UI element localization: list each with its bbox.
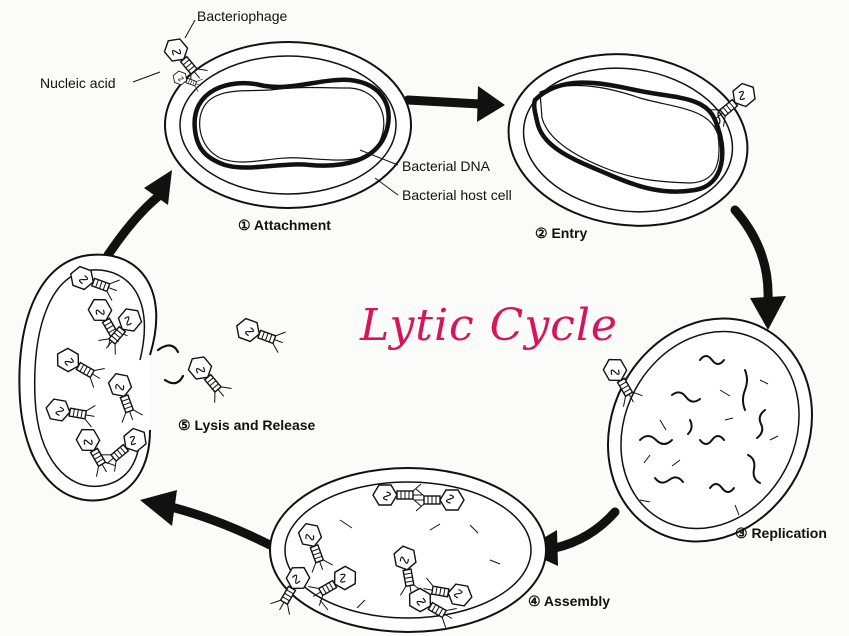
arrow-lysis-to-attachment	[108, 195, 160, 255]
step-label-attachment: ① Attachment	[238, 217, 331, 233]
arrowhead-1	[477, 86, 505, 122]
stage-lysis	[19, 255, 286, 501]
arrowhead-4	[140, 490, 177, 526]
label-bacteriophage: Bacteriophage	[197, 8, 288, 24]
arrow-entry-to-replication	[735, 210, 768, 300]
released-phage-icon	[233, 316, 287, 353]
label-bacterial-host-cell: Bacterial host cell	[402, 187, 512, 203]
stage-entry	[497, 39, 760, 241]
diagram-title: Lytic Cycle	[359, 300, 618, 351]
released-phage-icon-2	[184, 352, 232, 404]
host-cell-1	[165, 42, 411, 208]
step-label-assembly: ④ Assembly	[528, 593, 610, 609]
arrow-attachment-to-entry	[408, 100, 480, 104]
stage-attachment	[160, 34, 411, 208]
label-nucleic-acid: Nucleic acid	[40, 75, 115, 91]
arrow-replication-to-assembly	[555, 512, 615, 548]
stage-assembly	[270, 468, 546, 632]
label-bacterial-dna: Bacterial DNA	[402, 158, 491, 174]
step-label-replication: ③ Replication	[735, 525, 827, 541]
step-label-entry: ② Entry	[535, 225, 587, 241]
arrow-assembly-to-lysis	[175, 508, 270, 545]
step-label-lysis: ⑤ Lysis and Release	[178, 417, 316, 433]
